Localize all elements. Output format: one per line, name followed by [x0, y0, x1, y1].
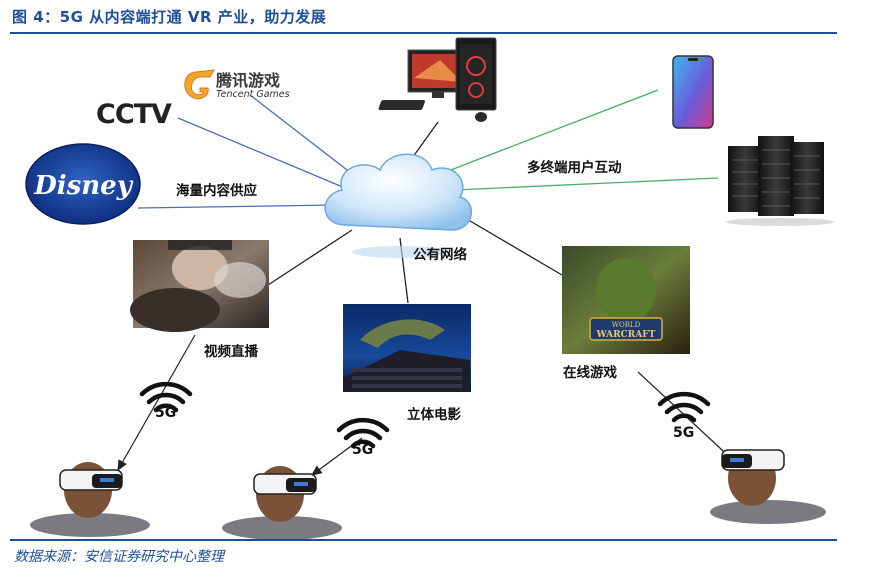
bottom-rule — [10, 539, 837, 541]
wifi-signal-icon-2 — [336, 417, 390, 449]
tencent-games-logo: 腾讯游戏 Tencent Games — [184, 69, 290, 100]
vr-user-1 — [30, 462, 150, 537]
warcraft-text-2: WARCRAFT — [596, 330, 656, 340]
tencent-en-text: Tencent Games — [216, 89, 290, 100]
cloud-icon — [324, 153, 473, 258]
line-server — [454, 177, 719, 191]
wifi-signal-icon-3 — [657, 391, 711, 423]
line-game — [464, 217, 563, 276]
tag-5g-3: 5G — [673, 425, 695, 441]
label-public-network: 公有网络 — [413, 247, 467, 263]
server-rack-image — [726, 136, 834, 226]
disney-logo: Disney — [25, 143, 141, 225]
top-rule — [10, 32, 837, 34]
line-disney — [137, 204, 336, 209]
figure-title: 图 4：5G 从内容端打通 VR 产业，助力发展 — [12, 8, 327, 26]
gaming-pc-image — [378, 37, 497, 122]
tag-5g-2: 5G — [352, 442, 374, 458]
3d-film-image — [343, 304, 471, 392]
online-game-image: WORLD WARCRAFT — [562, 246, 690, 354]
vr-user-3 — [710, 449, 826, 524]
smartphone-image — [672, 55, 714, 129]
wifi-signal-icon-1 — [139, 381, 193, 413]
figure-source: 数据来源：安信证券研究中心整理 — [14, 549, 224, 565]
cctv-logo: CCTV — [96, 99, 173, 130]
label-content-supply: 海量内容供应 — [176, 183, 257, 199]
label-multi-terminal: 多终端用户互动 — [527, 160, 622, 176]
label-3d-film: 立体电影 — [407, 407, 461, 423]
line-cctv — [177, 117, 346, 189]
label-live-stream: 视频直播 — [204, 344, 258, 360]
label-online-game: 在线游戏 — [563, 365, 617, 381]
line-tencent — [249, 94, 361, 181]
tencent-cn-text: 腾讯游戏 — [216, 71, 280, 90]
line-phone — [429, 89, 659, 179]
warcraft-text-1: WORLD — [612, 321, 641, 329]
cctv-text: CCTV — [96, 99, 172, 130]
live-stream-image — [130, 240, 269, 332]
vr-user-2 — [222, 466, 342, 540]
disney-text: Disney — [33, 171, 134, 201]
arrow-user1 — [117, 334, 196, 472]
tag-5g-1: 5G — [155, 405, 177, 421]
line-live — [267, 229, 353, 286]
